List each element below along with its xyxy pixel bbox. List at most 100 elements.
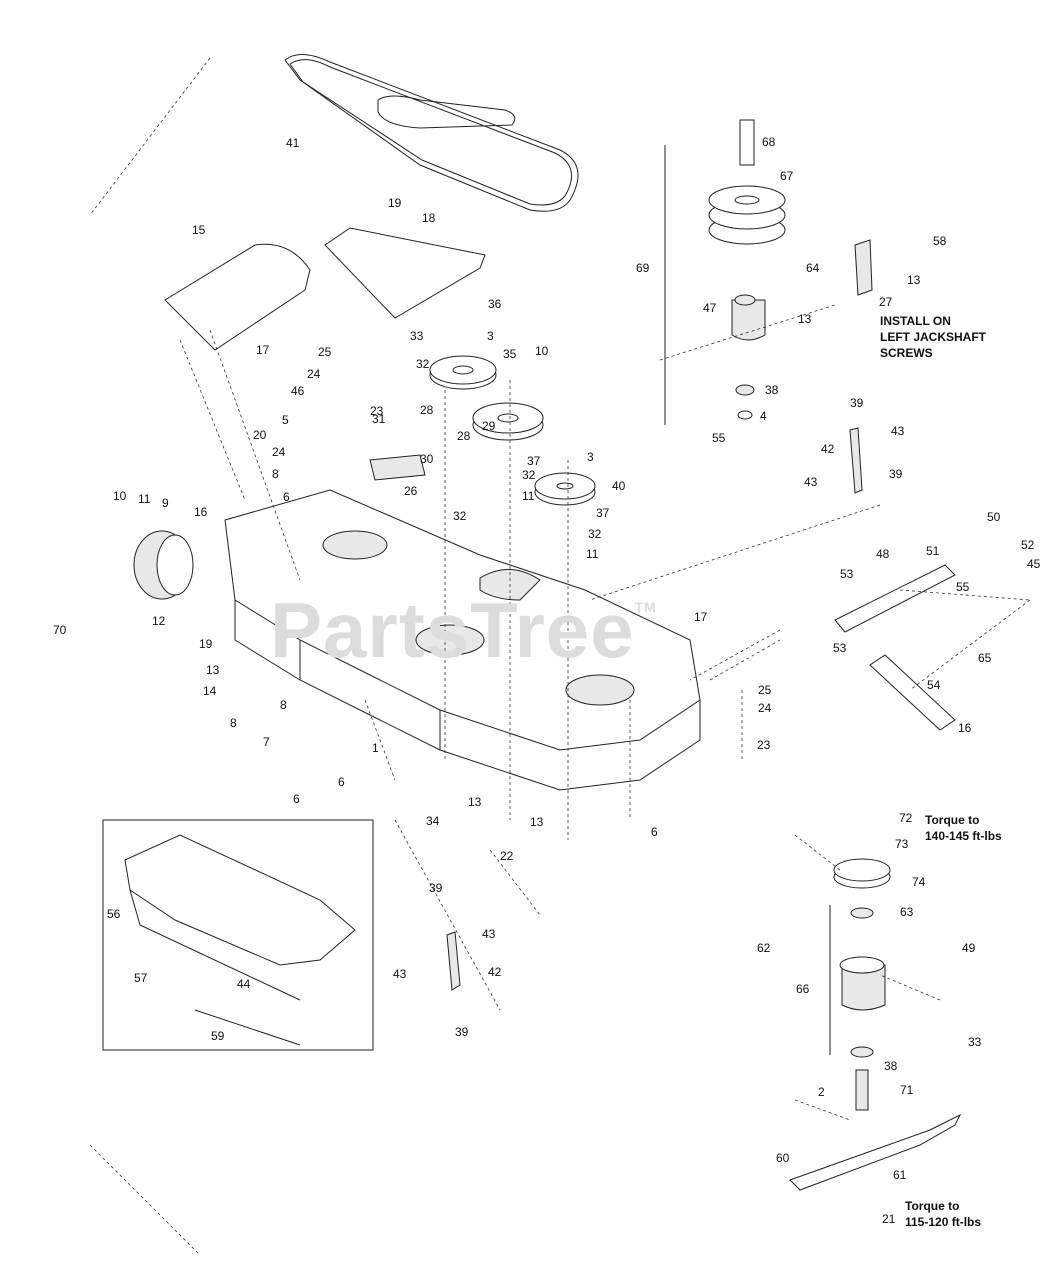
callout: 38 (884, 1059, 898, 1073)
callout: 67 (780, 169, 794, 183)
torque-note-lower-line1: Torque to (905, 1199, 960, 1213)
callout: 65 (978, 651, 992, 665)
callout: 39 (850, 396, 864, 410)
callout: 53 (840, 567, 854, 581)
callout: 50 (987, 510, 1001, 524)
bracket-upper (849, 427, 863, 494)
callout: 51 (926, 544, 940, 558)
callout: 36 (488, 297, 502, 311)
callout: 32 (416, 357, 430, 371)
callout: 53 (833, 641, 847, 655)
callout: 6 (338, 775, 345, 789)
callout: 28 (457, 429, 471, 443)
callout: 71 (900, 1083, 914, 1097)
callout: 62 (757, 941, 771, 955)
callout: 13 (206, 663, 220, 677)
callout: 10 (535, 344, 549, 358)
callout: 1 (372, 741, 379, 755)
callout: 23 (370, 404, 384, 418)
callout: 52 (1021, 538, 1035, 552)
callout: 43 (393, 967, 407, 981)
inset-deck-view (102, 819, 374, 1051)
callout: 22 (500, 849, 514, 863)
callout: 11 (522, 489, 535, 503)
callout: 13 (907, 273, 921, 287)
callout: 16 (194, 505, 208, 519)
callout: 12 (152, 614, 166, 628)
callout: 40 (612, 479, 626, 493)
callout: 6 (651, 825, 658, 839)
callout: 14 (203, 684, 217, 698)
center-belt-cover (324, 227, 486, 319)
callout: 13 (530, 815, 544, 829)
install-note-line1: INSTALL ON (880, 314, 951, 328)
callout: 21 (882, 1212, 896, 1226)
callout: 8 (272, 467, 279, 481)
callout: 2 (818, 1085, 825, 1099)
callout: 34 (426, 814, 440, 828)
callout: 16 (958, 721, 972, 735)
callout: 32 (588, 527, 602, 541)
callout: 37 (527, 454, 541, 468)
callout: 28 (420, 403, 434, 417)
callout: 73 (895, 837, 909, 851)
callout: 20 (253, 428, 267, 442)
idler-arm (369, 454, 426, 481)
callout: 24 (758, 701, 772, 715)
callout: 49 (962, 941, 976, 955)
deck-belt (284, 54, 579, 212)
install-note-line3: SCREWS (880, 346, 933, 360)
left-belt-cover (164, 243, 311, 351)
callout: 57 (134, 971, 148, 985)
callout: 69 (636, 261, 650, 275)
callout: 60 (776, 1151, 790, 1165)
torque-note-upper-line2: 140-145 ft-lbs (925, 829, 1002, 843)
callout: 29 (482, 419, 496, 433)
callout: 39 (429, 881, 443, 895)
callout: 11 (138, 492, 151, 506)
callout: 55 (712, 431, 726, 445)
gauge-wheel (133, 530, 194, 600)
callout: 47 (703, 301, 717, 315)
callout: 72 (899, 811, 913, 825)
callout: 37 (596, 506, 610, 520)
callout: 6 (293, 792, 300, 806)
callout: 9 (162, 496, 169, 510)
callout: 32 (453, 509, 467, 523)
callout: 31 (372, 412, 386, 426)
callout: 17 (256, 343, 270, 357)
callout: 46 (291, 384, 305, 398)
callout: 33 (968, 1035, 982, 1049)
idler-pulley-left (429, 355, 497, 390)
callout: 42 (488, 965, 502, 979)
mower-deck-shell (224, 489, 701, 791)
callout: 13 (798, 312, 812, 326)
pivot-shaft (834, 564, 956, 731)
callout: 55 (956, 580, 970, 594)
callout: 64 (806, 261, 820, 275)
callout: 38 (765, 383, 779, 397)
callout: 17 (694, 610, 708, 624)
callout: 7 (263, 735, 270, 749)
callout: 11 (586, 547, 599, 561)
callout: 19 (199, 637, 213, 651)
callout: 32 (522, 468, 536, 482)
jackshaft-assembly (664, 119, 873, 425)
spindle-assembly (829, 858, 891, 1111)
callout: 70 (53, 623, 67, 637)
callout: 4 (760, 409, 767, 423)
callout: 54 (927, 678, 941, 692)
callout: 8 (280, 698, 287, 712)
callout: 27 (879, 295, 893, 309)
callout: 13 (468, 795, 482, 809)
callout: 25 (318, 345, 332, 359)
callout: 3 (587, 450, 594, 464)
callout: 41 (286, 136, 300, 150)
callout: 6 (283, 490, 290, 504)
callout: 68 (762, 135, 776, 149)
callout: 23 (757, 738, 771, 752)
callout: 33 (410, 329, 424, 343)
bracket-lower (446, 931, 461, 991)
mower-blade (789, 1113, 962, 1191)
